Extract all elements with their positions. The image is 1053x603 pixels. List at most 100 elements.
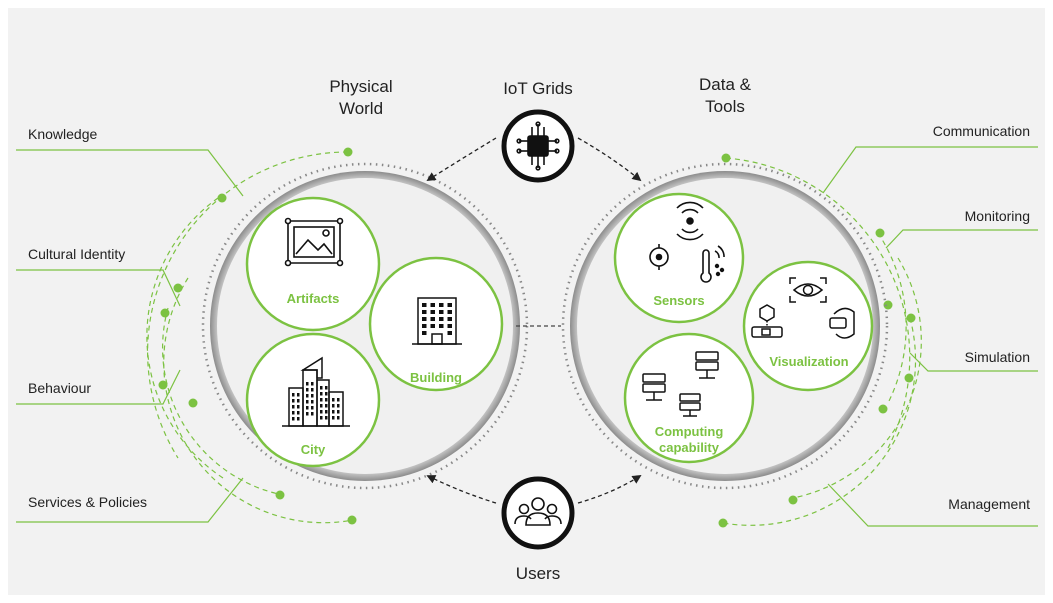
data-tools-title-line2: Tools: [705, 97, 745, 116]
physical-world-title-line2: World: [338, 99, 384, 118]
building-window: [439, 303, 444, 307]
users-node: [501, 476, 575, 550]
sensors-label: Sensors: [653, 293, 705, 308]
building-window: [447, 317, 452, 321]
city-icon: [282, 356, 350, 427]
computing-label: Computing capability: [634, 424, 744, 456]
building-circle: [368, 256, 504, 392]
users-icon: [514, 497, 562, 526]
city-window: [337, 398, 340, 402]
artifacts-circle: [245, 196, 381, 332]
communication-label: Communication: [932, 123, 1030, 139]
building-window: [422, 331, 427, 335]
visualization-label: Visualization: [769, 354, 849, 369]
building-window: [422, 310, 427, 314]
building-window: [422, 317, 427, 321]
artifact-frame-icon: [284, 217, 344, 267]
city-window: [325, 392, 328, 396]
wifi-signal-icon: [676, 201, 704, 241]
building-windows: [422, 303, 452, 335]
city-window: [292, 399, 295, 403]
city-window: [332, 416, 335, 420]
physical-world-title-line1: Physical: [329, 77, 393, 96]
city-window: [320, 416, 323, 420]
diagram-graphic: [16, 109, 1038, 550]
building-label: Building: [410, 370, 462, 385]
left-connectors: [16, 149, 244, 523]
building-window: [439, 324, 444, 328]
server-icon: [642, 351, 719, 417]
city-window: [306, 382, 309, 386]
artifacts-label: Artifacts: [286, 291, 340, 306]
physical-world-title: Physical World: [306, 76, 416, 120]
building-window: [430, 310, 435, 314]
vr-headset-icon: [829, 307, 855, 339]
building-window: [422, 324, 427, 328]
cube-projection-icon: [751, 304, 783, 338]
city-window: [325, 386, 328, 390]
building-window: [439, 317, 444, 321]
city-window: [292, 417, 295, 421]
city-window: [311, 388, 314, 392]
city-windows: [292, 382, 340, 421]
management-label: Management: [948, 496, 1030, 512]
building-window: [447, 310, 452, 314]
compass-icon: [649, 244, 669, 270]
city-window: [297, 393, 300, 397]
city-window: [320, 410, 323, 414]
city-window: [332, 398, 335, 402]
building-window: [430, 324, 435, 328]
building-window: [430, 317, 435, 321]
building-window: [439, 310, 444, 314]
city-window: [320, 404, 323, 408]
monitoring-connector: [885, 229, 1038, 249]
city-window: [311, 406, 314, 410]
services-policies-label: Services & Policies: [28, 494, 148, 510]
right-dashed-arcs: [722, 157, 922, 526]
building-window: [447, 324, 452, 328]
iot-node: [501, 109, 575, 183]
computing-label-line2: capability: [659, 440, 719, 455]
sensors-circle: [613, 192, 745, 324]
city-window: [337, 416, 340, 420]
city-window: [297, 411, 300, 415]
city-window: [297, 405, 300, 409]
building-icon: [412, 297, 462, 345]
city-window: [325, 410, 328, 414]
city-window: [306, 412, 309, 416]
knowledge-connector: [16, 149, 244, 197]
chip-icon: [516, 121, 560, 171]
data-tools-title-line1: Data &: [699, 75, 751, 94]
city-window: [306, 400, 309, 404]
city-window: [337, 410, 340, 414]
building-window: [430, 303, 435, 307]
cultural-identity-label: Cultural Identity: [28, 246, 126, 262]
building-window: [447, 303, 452, 307]
city-window: [320, 386, 323, 390]
city-window: [325, 398, 328, 402]
knowledge-label: Knowledge: [28, 126, 98, 142]
city-window: [320, 398, 323, 402]
right-connectors: [822, 146, 1038, 527]
city-window: [311, 382, 314, 386]
city-window: [292, 393, 295, 397]
diagram-canvas: Physical World IoT Grids Data & Tools Us…: [8, 8, 1045, 595]
city-window: [311, 412, 314, 416]
city-window: [306, 388, 309, 392]
city-window: [297, 417, 300, 421]
city-window: [311, 400, 314, 404]
thermometer-icon: [700, 245, 725, 283]
city-circle: [245, 332, 381, 468]
city-window: [297, 399, 300, 403]
simulation-connector: [909, 352, 1038, 372]
visualization-circle: [742, 260, 874, 392]
computing-circle: [623, 332, 755, 464]
city-window: [332, 404, 335, 408]
city-window: [311, 394, 314, 398]
city-window: [292, 411, 295, 415]
city-window: [292, 405, 295, 409]
communication-connector: [822, 146, 1038, 194]
left-dashed-arcs: [146, 151, 354, 524]
city-window: [306, 406, 309, 410]
cultural-identity-connector: [16, 269, 181, 307]
